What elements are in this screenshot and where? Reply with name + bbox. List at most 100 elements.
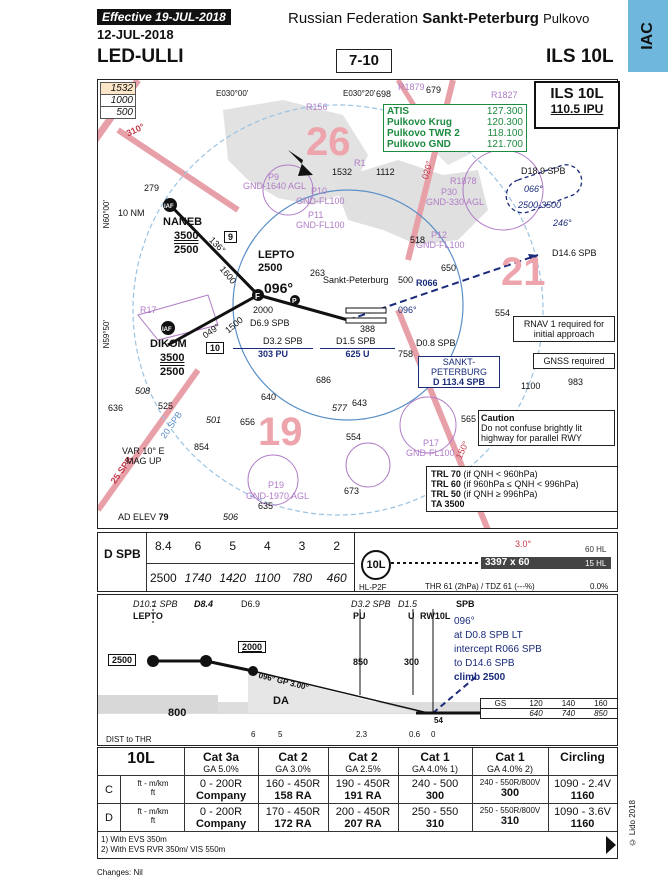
dikom-label: DIKOM xyxy=(150,338,187,350)
spot-698: 698 xyxy=(376,89,392,99)
prof-t5: 5 xyxy=(278,730,283,739)
area-r1878: R1878 xyxy=(450,176,477,186)
footnote-1: 1) With EVS 350m xyxy=(101,835,167,844)
p-fix-profile xyxy=(248,666,258,676)
prof-d15: D1.5 xyxy=(398,599,418,609)
dme-label: D SPB xyxy=(104,547,141,561)
naneb-alt-max: 3500 xyxy=(174,230,199,242)
spot-554: 554 xyxy=(495,308,511,318)
naneb-iaf xyxy=(163,198,177,212)
area-r156: R156 xyxy=(306,102,328,112)
col-circling: Circling xyxy=(560,750,605,764)
marker-pu: 303 PU xyxy=(233,348,313,359)
minima-rwy: 10L xyxy=(127,750,155,767)
prof-lepto: LEPTO xyxy=(133,611,163,621)
gs-angle: 3.0° xyxy=(515,539,532,549)
p19-circle xyxy=(247,454,299,506)
vor-box: SANKT-PETERBURG D 113.4 SPB xyxy=(418,356,500,388)
dist-d15: D1.5 SPB xyxy=(336,336,376,346)
msa-sector-26: 26 xyxy=(306,120,351,164)
city: Sankt-Peterburg xyxy=(422,10,539,27)
runway-bar xyxy=(481,557,611,569)
prof-d84: D8.4 xyxy=(194,599,214,609)
spot-506: 506 xyxy=(223,512,239,522)
spot-640: 640 xyxy=(261,392,277,402)
dist-d32: D3.2 SPB xyxy=(263,336,303,346)
svg-text:IAF: IAF xyxy=(162,327,172,333)
prof-alt-850: 850 xyxy=(353,657,369,667)
spot-263: 263 xyxy=(310,268,326,278)
area-r1827: R1827 xyxy=(491,90,518,100)
ils-title: ILS 10L xyxy=(550,85,604,102)
magnetic-variation: VAR 10° E xyxy=(122,446,165,456)
north-arrow xyxy=(288,150,313,176)
approach-lights xyxy=(391,562,481,564)
svg-text:F: F xyxy=(255,292,260,301)
spot-565: 565 xyxy=(461,414,477,424)
leg-9: 9 xyxy=(224,231,238,243)
marker-u: 625 U xyxy=(320,348,395,359)
spot-635: 635 xyxy=(258,501,274,511)
dist-d146: D14.6 SPB xyxy=(552,248,597,258)
vor-name: SANKT-PETERBURG xyxy=(430,357,487,377)
msa-sector-19: 19 xyxy=(258,410,303,454)
rnav-note: RNAV 1 required for initial approach xyxy=(513,316,615,342)
p10-circle xyxy=(262,164,314,216)
effective-date: Effective 19-JUL-2018 xyxy=(97,9,231,25)
iac-tab: IAC xyxy=(628,0,668,72)
page-number: 7-10 xyxy=(336,49,392,73)
dist-d69: D6.9 SPB xyxy=(250,318,290,328)
msa-circle xyxy=(132,104,544,516)
prof-t0: 0 xyxy=(431,730,436,739)
dist-d189: D18.9 SPB xyxy=(521,166,566,176)
issue-date: 12-JUL-2018 xyxy=(97,27,174,42)
row-cat-d: D xyxy=(105,812,113,824)
spot-1100: 1100 xyxy=(521,381,541,391)
prof-d32: D3.2 SPB xyxy=(351,599,391,609)
hl-60: 60 HL xyxy=(585,545,607,554)
spot-656: 656 xyxy=(240,417,256,427)
prof-alt-2500: 2500 xyxy=(108,654,137,666)
leg-10: 10 xyxy=(206,342,225,354)
spot-673: 673 xyxy=(344,486,360,496)
area-p30-limits: GND-330 AGL xyxy=(426,197,485,207)
location-title: Russian Federation Sankt-Peterburg Pulko… xyxy=(288,10,589,27)
area-p10: P10 xyxy=(311,186,328,196)
hl-15: 15 HL xyxy=(585,559,607,568)
final-course: 096° xyxy=(264,280,293,296)
track-final xyxy=(257,293,349,322)
spot-508: 508 xyxy=(135,386,151,396)
area-p11-limits: GND-FL100 xyxy=(296,220,345,230)
svg-text:IAF: IAF xyxy=(164,204,174,210)
caution-box: Caution Do not confuse brightly lit high… xyxy=(478,410,615,446)
p673-circle xyxy=(345,442,391,488)
spot-686: 686 xyxy=(316,375,332,385)
prof-t6: 6 xyxy=(251,730,256,739)
airway-310b xyxy=(116,127,240,213)
spot-854: 854 xyxy=(194,442,210,452)
area-p17-limits: GND-FL100 xyxy=(406,448,455,458)
spot-577: 577 xyxy=(332,403,348,413)
dikom-alt-min: 2500 xyxy=(160,366,185,378)
missed-arrow xyxy=(528,254,538,263)
coord-e1: E030°00' xyxy=(216,89,249,98)
spot-679: 679 xyxy=(426,85,442,95)
spot-758: 758 xyxy=(398,349,414,359)
spot-525: 525 xyxy=(158,401,174,411)
area-p11: P11 xyxy=(308,210,324,220)
ad-elevation: AD ELEV 79 xyxy=(118,512,169,522)
f-fix-profile xyxy=(147,655,159,667)
procedure-title: ILS 10L xyxy=(546,46,614,67)
